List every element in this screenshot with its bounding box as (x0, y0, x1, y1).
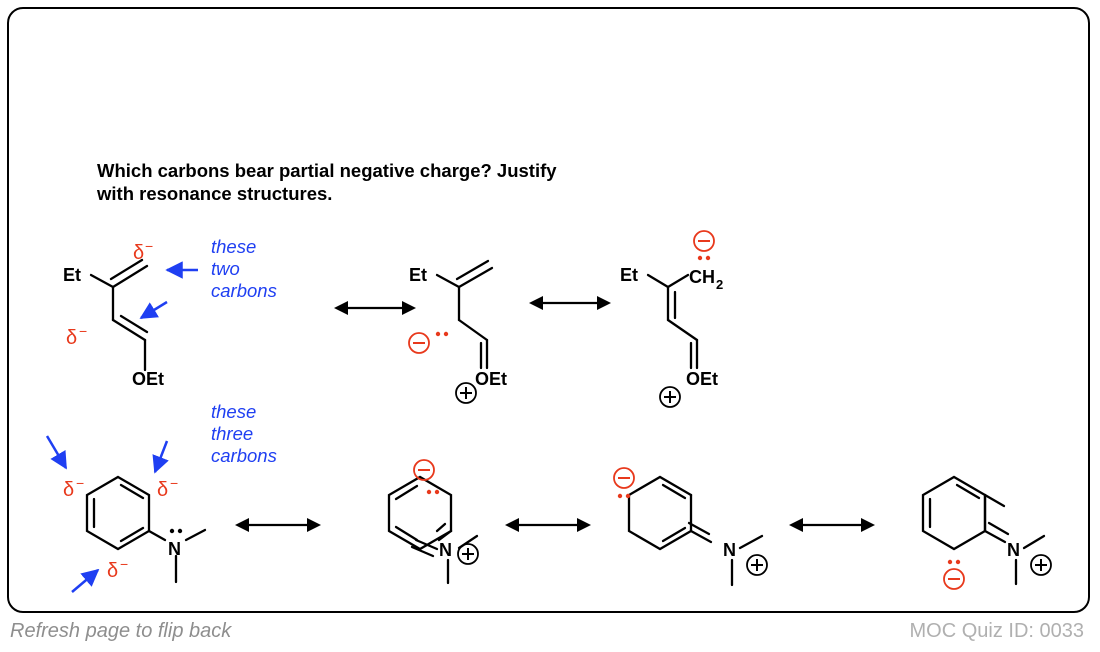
lone-pair-icon (947, 559, 961, 565)
svg-text:these: these (211, 401, 256, 422)
question-line-2: with resonance structures. (97, 183, 333, 204)
lone-pair-icon (697, 255, 711, 261)
svg-text:−: − (79, 323, 87, 339)
nitrogen-label: N (723, 540, 736, 560)
svg-text:these: these (211, 236, 256, 257)
annotation-these-three-carbons: these three carbons (211, 401, 277, 466)
svg-text:δ: δ (63, 479, 74, 501)
resonance-arrow-icon (505, 518, 591, 532)
et-label: Et (620, 265, 638, 285)
minus-charge-icon (413, 459, 435, 481)
partial-charge-top-1: δ − (133, 238, 153, 264)
iminium-structure-ortho-2 (921, 475, 1006, 551)
minus-charge-icon (408, 332, 430, 354)
partial-charge-ortho-1: δ − (63, 475, 84, 501)
svg-text:carbons: carbons (211, 445, 277, 466)
minus-charge-icon (613, 467, 635, 489)
svg-text:δ: δ (157, 479, 168, 501)
resonance-arrow-icon (529, 296, 611, 310)
diene-structure-3 (646, 273, 699, 370)
nitrogen-label: N (439, 540, 452, 560)
svg-text:−: − (120, 556, 128, 572)
plus-charge-icon (746, 554, 768, 576)
quiz-id: MOC Quiz ID: 0033 (909, 620, 1084, 642)
nitrogen-label: N (1007, 540, 1020, 560)
blue-pointer-arrow-icon (139, 261, 198, 320)
question-text: Which carbons bear partial negative char… (97, 159, 697, 205)
svg-text:δ: δ (133, 242, 144, 264)
lone-pair-icon (426, 489, 440, 495)
et-label: Et (63, 265, 81, 285)
partial-charge-para: δ − (107, 556, 128, 582)
question-line-1: Which carbons bear partial negative char… (97, 160, 557, 181)
partial-charge-ortho-2: δ − (157, 475, 178, 501)
svg-text:three: three (211, 423, 253, 444)
oet-label: OEt (475, 369, 507, 389)
svg-text:CH: CH (689, 267, 715, 287)
diene-structure-1 (89, 258, 149, 372)
svg-text:−: − (76, 475, 84, 491)
plus-charge-icon (1030, 554, 1052, 576)
resonance-arrow-icon (789, 518, 875, 532)
resonance-arrow-icon (235, 518, 321, 532)
minus-charge-icon (693, 230, 715, 252)
resonance-arrow-icon (334, 301, 416, 315)
minus-charge-icon (943, 568, 965, 590)
plus-charge-icon (659, 386, 681, 408)
plus-charge-icon (455, 382, 477, 404)
svg-text:carbons: carbons (211, 280, 277, 301)
oet-label: OEt (686, 369, 718, 389)
partial-charge-top-2: δ − (66, 323, 87, 349)
ch2-label: CH 2 (689, 267, 723, 292)
plus-charge-icon (457, 543, 479, 565)
lone-pair-icon (617, 493, 631, 499)
annotation-these-two-carbons: these two carbons (211, 236, 277, 301)
aniline-structure-1 (85, 475, 207, 584)
diene-structure-2 (435, 259, 494, 370)
iminium-structure-para (627, 475, 764, 587)
oet-label: OEt (132, 369, 164, 389)
iminium-structure-ortho (387, 475, 453, 551)
iminium-bonds-ortho-2 (983, 521, 1046, 586)
svg-text:2: 2 (716, 277, 723, 292)
blue-pointer-arrow-icon (45, 435, 169, 593)
svg-text:two: two (211, 258, 240, 279)
svg-text:δ: δ (107, 560, 118, 582)
lone-pair-icon (169, 528, 183, 534)
quiz-card (7, 7, 1090, 613)
svg-text:−: − (170, 475, 178, 491)
nitrogen-label: N (168, 539, 181, 559)
refresh-hint-link[interactable]: Refresh page to flip back (10, 620, 232, 642)
svg-text:δ: δ (66, 327, 77, 349)
lone-pair-icon (435, 331, 449, 337)
et-label: Et (409, 265, 427, 285)
svg-text:−: − (145, 238, 153, 254)
